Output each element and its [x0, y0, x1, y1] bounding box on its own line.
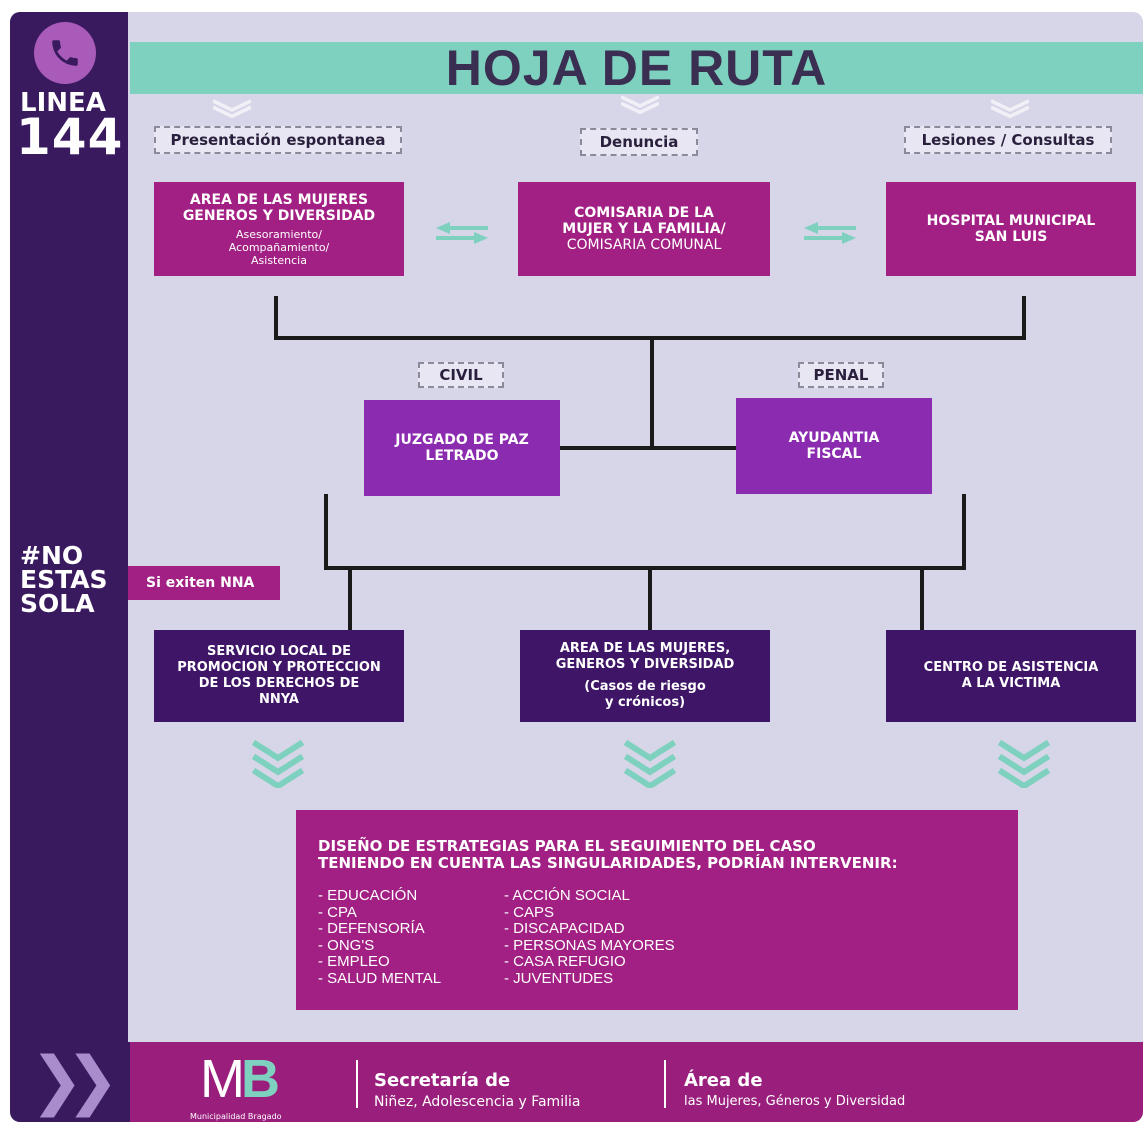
source-denuncia: Denuncia — [580, 128, 698, 156]
footer-bar — [130, 1042, 1143, 1122]
box-ayudantia: AYUDANTIA FISCAL — [736, 398, 932, 494]
list-item: - EDUCACIÓN — [318, 887, 418, 904]
exchange-arrows-icon — [436, 222, 488, 244]
hashtag-no-estas-sola: #NO ESTAS SOLA — [20, 541, 108, 618]
municipalidad-logo: MB — [200, 1049, 280, 1109]
double-chevron-down-icon — [623, 739, 677, 788]
list-item: - PERSONAS MAYORES — [504, 936, 675, 954]
list-item: - EMPLEO — [318, 953, 390, 970]
strategy-box: DISEÑO DE ESTRATEGIAS PARA EL SEGUIMIENT… — [296, 810, 1018, 1010]
secretaria-subtitle: Niñez, Adolescencia y Familia — [374, 1094, 581, 1110]
page-title: HOJA DE RUTA — [445, 40, 828, 96]
left-sidebar — [10, 12, 128, 1042]
strategy-list-col2: - ACCIÓN SOCIAL - CAPS - DISCAPACIDAD - … — [504, 887, 675, 987]
label-penal: PENAL — [798, 362, 884, 388]
list-item: - DISCAPACIDAD — [504, 920, 625, 937]
secretaria-title: Secretaría de — [374, 1070, 511, 1091]
source-presentacion-espontanea: Presentación espontanea — [154, 126, 402, 154]
box-hospital: HOSPITAL MUNICIPAL SAN LUIS — [886, 182, 1136, 276]
double-chevron-down-icon — [997, 739, 1051, 788]
label-civil: CIVIL — [418, 362, 504, 388]
box-comisaria: COMISARIA DE LA MUJER Y LA FAMILIA/ COMI… — [518, 182, 770, 276]
footer-left — [10, 1042, 130, 1122]
linea-label: LINEA — [20, 88, 106, 118]
box-area-mujeres-top: AREA DE LAS MUJERES GENEROS Y DIVERSIDAD… — [154, 182, 404, 276]
list-item: - DEFENSORÍA — [318, 920, 425, 937]
area-title: Área de — [684, 1070, 763, 1091]
double-chevron-right-icon: ❯❯ — [30, 1044, 119, 1118]
list-item: - CASA REFUGIO — [504, 953, 626, 970]
double-chevron-down-icon — [251, 739, 305, 788]
box-centro-asistencia: CENTRO DE ASISTENCIA A LA VICTIMA — [886, 630, 1136, 722]
divider — [356, 1060, 358, 1108]
list-item: - JUVENTUDES — [504, 969, 614, 987]
area-subtitle: las Mujeres, Géneros y Diversidad — [684, 1094, 906, 1109]
exchange-arrows-icon — [804, 222, 856, 244]
list-item: - CPA — [318, 903, 357, 921]
list-item: - ACCIÓN SOCIAL — [504, 887, 630, 904]
source-lesiones-consultas: Lesiones / Consultas — [904, 126, 1112, 154]
logo-subtitle: Municipalidad Bragado — [190, 1112, 282, 1121]
list-item: - SALUD MENTAL — [318, 969, 442, 987]
box-area-mujeres-bottom: AREA DE LAS MUJERES, GENEROS Y DIVERSIDA… — [520, 630, 770, 722]
strategy-heading: DISEÑO DE ESTRATEGIAS PARA EL SEGUIMIENT… — [318, 837, 898, 872]
list-item: - ONG'S — [318, 936, 375, 954]
title-bar — [130, 42, 1143, 94]
strategy-list-col1: - EDUCACIÓN - CPA - DEFENSORÍA - ONG'S -… — [318, 887, 442, 987]
phone-icon — [34, 22, 96, 84]
linea-number: 144 — [16, 108, 124, 166]
nna-tag: Si exiten NNA — [128, 566, 280, 600]
box-servicio-local: SERVICIO LOCAL DE PROMOCION Y PROTECCION… — [154, 630, 404, 722]
box-juzgado: JUZGADO DE PAZ LETRADO — [364, 400, 560, 496]
divider — [664, 1060, 666, 1108]
list-item: - CAPS — [504, 903, 555, 921]
